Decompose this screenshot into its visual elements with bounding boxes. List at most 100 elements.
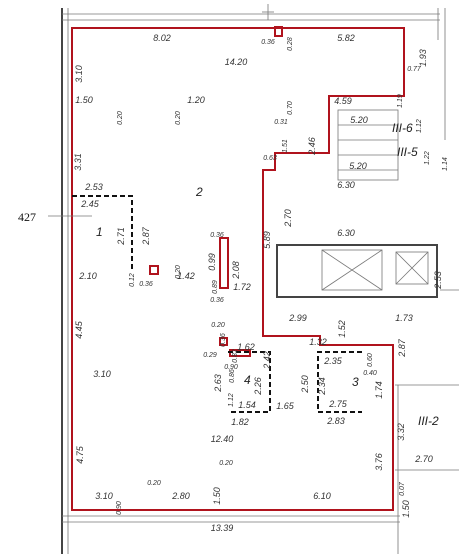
partition-room-1: [72, 195, 133, 272]
dimension-label: 2.26: [253, 377, 263, 396]
dimension-label: 2.45: [80, 199, 100, 209]
dimension-label: 1.54: [238, 400, 256, 410]
dimension-label: 0.40: [363, 370, 377, 377]
floor-label: 427: [18, 210, 36, 224]
dimension-label: 0.36: [220, 333, 227, 347]
dimension-label: 6.30: [337, 180, 355, 190]
dimension-label: 1.19: [397, 94, 404, 108]
column-marker: [274, 26, 283, 37]
dimension-label: 2.63: [213, 374, 223, 393]
dimension-label: 0.20: [147, 480, 161, 487]
dimension-label: 1.50: [212, 487, 222, 505]
dimension-label: 1.20: [187, 95, 205, 105]
dimension-label: 0.31: [274, 119, 288, 126]
partition-room-3: [317, 351, 362, 413]
dimension-label: 3.10: [93, 369, 111, 379]
dimension-label: 0.20: [211, 322, 225, 329]
dimension-label: 2.70: [414, 454, 433, 464]
dimension-label: 2.83: [326, 416, 345, 426]
dimension-label: 3.10: [74, 65, 84, 83]
dimension-label: 2.46: [307, 137, 317, 156]
column-marker: [219, 237, 229, 289]
dimension-label: 0.20: [175, 111, 182, 125]
dimension-label: 12.40: [211, 434, 234, 444]
dimension-label: 0.77: [407, 66, 422, 73]
dimension-label: 1.74: [374, 381, 384, 399]
dimension-label: 13.39: [211, 523, 234, 533]
dimension-label: 2.08: [231, 261, 241, 280]
dimension-label: 4.75: [75, 445, 85, 464]
dimension-label: 0.90: [224, 364, 238, 371]
dimension-label: 1.72: [233, 282, 251, 292]
dimension-label: 2.87: [397, 338, 407, 358]
dimension-label: 5.20: [350, 115, 368, 125]
dimension-label: 1.22: [424, 151, 431, 165]
dimension-label: 0.89: [212, 280, 219, 294]
dimension-label: 0.99: [207, 253, 217, 271]
dimension-label: 0.63: [263, 155, 277, 162]
dimension-label: 2.10: [78, 271, 97, 281]
dimension-label: 0.20: [117, 111, 124, 125]
dimension-label: 0.86: [229, 369, 236, 383]
dimension-label: 1.50: [401, 500, 411, 518]
dimension-label: 14.20: [225, 57, 248, 67]
dimension-label: 1.62: [237, 342, 255, 352]
dimension-label: 1.32: [309, 337, 327, 347]
dimension-label: 2.53: [84, 182, 103, 192]
dimension-label: 2.34: [317, 377, 327, 396]
dimension-label: 6.10: [313, 491, 331, 501]
dimension-label: 1.51: [282, 139, 289, 153]
dimension-label: 1.14: [442, 157, 449, 171]
dimension-label: 4.59: [334, 96, 352, 106]
dimension-label: 2.70: [283, 209, 293, 228]
dimension-label: 5.20: [349, 161, 367, 171]
dimension-label: 0.36: [261, 39, 275, 46]
room-iii-6-label: III-6: [392, 121, 413, 135]
dimension-label: 0.28: [287, 37, 294, 51]
dimension-label: 2.87: [141, 226, 151, 246]
dimension-label: 0.36: [139, 281, 153, 288]
dimension-label: 3.10: [95, 491, 113, 501]
room-3-label: 3: [352, 375, 359, 389]
dimension-label: 0.60: [367, 353, 374, 367]
dimension-label: 0.12: [129, 273, 136, 287]
dimension-label: 1.93: [418, 49, 428, 67]
dimension-label: 3.76: [374, 453, 384, 471]
dimension-label: 2.80: [171, 491, 190, 501]
dimension-label: 8.02: [153, 33, 171, 43]
column-marker: [219, 337, 228, 346]
dimension-label: 3.31: [73, 153, 83, 171]
room-2-label: 2: [195, 185, 203, 199]
dimension-label: 0.07: [399, 481, 406, 496]
dimension-label: 3.32: [396, 423, 406, 441]
dimension-label: 2.99: [288, 313, 307, 323]
dimension-label: 1.65: [276, 401, 295, 411]
unit-outline: [71, 27, 405, 511]
dimension-label: 0.36: [210, 297, 224, 304]
dimension-label: 1.52: [337, 320, 347, 338]
dimension-label: 2.50: [300, 375, 310, 394]
room-4-label: 4: [244, 373, 251, 387]
dimension-label: 2.71: [116, 227, 126, 246]
stair-core: [276, 109, 438, 298]
dimension-label: 0.20: [219, 460, 233, 467]
dimension-label: 5.82: [337, 33, 355, 43]
column-marker: [149, 265, 159, 275]
dimension-label: 0.20: [175, 265, 182, 279]
dimension-labels: 8.02 0.36 0.28 5.82 1.930.77 3.10 14.20 1.50 0.2…: [73, 33, 449, 533]
partition-room-4: [228, 351, 271, 413]
dimension-label: 0.36: [210, 232, 224, 239]
dimension-label: 0.70: [287, 101, 294, 115]
dimension-label: 2.75: [328, 399, 348, 409]
dimension-label: 1.12: [416, 119, 423, 133]
dimension-label: 1.12: [228, 393, 235, 407]
room-1-label: 1: [96, 225, 103, 239]
exterior-walls: [61, 4, 459, 554]
room-iii-2-label: III-2: [418, 414, 439, 428]
dimension-label: 6.30: [337, 228, 355, 238]
dimension-label: 1.50: [75, 95, 93, 105]
dimension-label: 4.45: [74, 320, 84, 339]
dimension-label: 2.53: [433, 271, 443, 290]
